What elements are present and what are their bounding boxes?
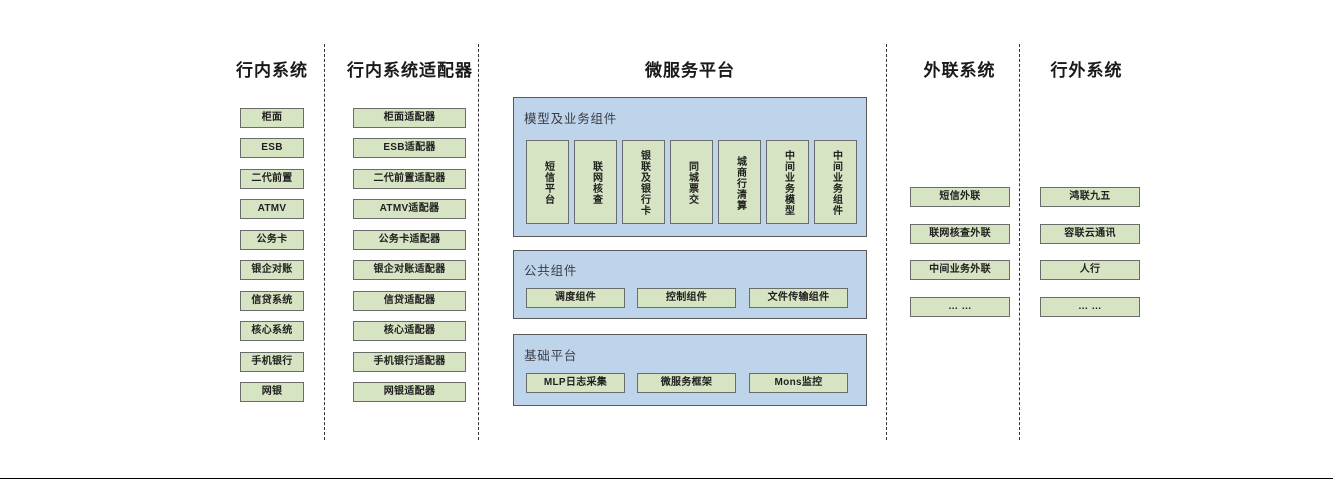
panel-label-base-platform: 基础平台 xyxy=(524,349,578,363)
node-model-business-component[interactable]: 银联及银行卡 xyxy=(622,140,665,224)
column-separator-2 xyxy=(478,44,479,440)
node-in-bank-system[interactable]: 银企对账 xyxy=(240,260,304,280)
node-in-bank-adapter[interactable]: 网银适配器 xyxy=(353,382,466,402)
panel-label-public-components: 公共组件 xyxy=(524,264,578,278)
node-public-component[interactable]: 文件传输组件 xyxy=(749,288,848,308)
node-model-business-component[interactable]: 中间业务模型 xyxy=(766,140,809,224)
node-in-bank-system[interactable]: 手机银行 xyxy=(240,352,304,372)
node-in-bank-system[interactable]: 信贷系统 xyxy=(240,291,304,311)
node-in-bank-adapter[interactable]: 手机银行适配器 xyxy=(353,352,466,372)
node-in-bank-adapter[interactable]: 柜面适配器 xyxy=(353,108,466,128)
column-header-external-link-systems: 外联系统 xyxy=(923,61,996,80)
column-header-microservice-platform: 微服务平台 xyxy=(645,61,735,80)
node-in-bank-system[interactable]: 二代前置 xyxy=(240,169,304,189)
column-header-in-bank-systems: 行内系统 xyxy=(236,61,308,80)
node-in-bank-system[interactable]: 公务卡 xyxy=(240,230,304,250)
node-external-link-system[interactable]: … … xyxy=(910,297,1010,317)
node-model-business-component[interactable]: 城商行清算 xyxy=(718,140,761,224)
node-external-link-system[interactable]: 短信外联 xyxy=(910,187,1010,207)
node-in-bank-system[interactable]: ESB xyxy=(240,138,304,158)
bottom-divider xyxy=(0,478,1333,479)
node-model-business-component[interactable]: 短信平台 xyxy=(526,140,569,224)
node-in-bank-system[interactable]: ATMV xyxy=(240,199,304,219)
node-model-business-component[interactable]: 联网核查 xyxy=(574,140,617,224)
node-public-component[interactable]: 控制组件 xyxy=(637,288,736,308)
node-model-business-component[interactable]: 同城票交 xyxy=(670,140,713,224)
node-off-bank-system[interactable]: 鸿联九五 xyxy=(1040,187,1140,207)
node-in-bank-adapter[interactable]: 二代前置适配器 xyxy=(353,169,466,189)
node-in-bank-system[interactable]: 网银 xyxy=(240,382,304,402)
node-in-bank-adapter[interactable]: 核心适配器 xyxy=(353,321,466,341)
node-external-link-system[interactable]: 中间业务外联 xyxy=(910,260,1010,280)
node-in-bank-adapter[interactable]: ATMV适配器 xyxy=(353,199,466,219)
node-in-bank-system[interactable]: 柜面 xyxy=(240,108,304,128)
panel-base-platform xyxy=(513,334,867,406)
node-in-bank-adapter[interactable]: 银企对账适配器 xyxy=(353,260,466,280)
node-external-link-system[interactable]: 联网核查外联 xyxy=(910,224,1010,244)
column-header-off-bank-systems: 行外系统 xyxy=(1050,61,1123,80)
column-separator-1 xyxy=(324,44,325,440)
node-off-bank-system[interactable]: 人行 xyxy=(1040,260,1140,280)
node-base-platform-component[interactable]: MLP日志采集 xyxy=(526,373,625,393)
node-off-bank-system[interactable]: 容联云通讯 xyxy=(1040,224,1140,244)
node-base-platform-component[interactable]: 微服务框架 xyxy=(637,373,736,393)
node-public-component[interactable]: 调度组件 xyxy=(526,288,625,308)
column-header-in-bank-adapters: 行内系统适配器 xyxy=(347,61,473,80)
node-in-bank-adapter[interactable]: 公务卡适配器 xyxy=(353,230,466,250)
node-base-platform-component[interactable]: Mons监控 xyxy=(749,373,848,393)
node-in-bank-system[interactable]: 核心系统 xyxy=(240,321,304,341)
node-off-bank-system[interactable]: … … xyxy=(1040,297,1140,317)
column-separator-4 xyxy=(1019,44,1020,440)
node-in-bank-adapter[interactable]: 信贷适配器 xyxy=(353,291,466,311)
column-separator-3 xyxy=(886,44,887,440)
node-in-bank-adapter[interactable]: ESB适配器 xyxy=(353,138,466,158)
node-model-business-component[interactable]: 中间业务组件 xyxy=(814,140,857,224)
panel-label-model-business-components: 模型及业务组件 xyxy=(524,112,618,126)
